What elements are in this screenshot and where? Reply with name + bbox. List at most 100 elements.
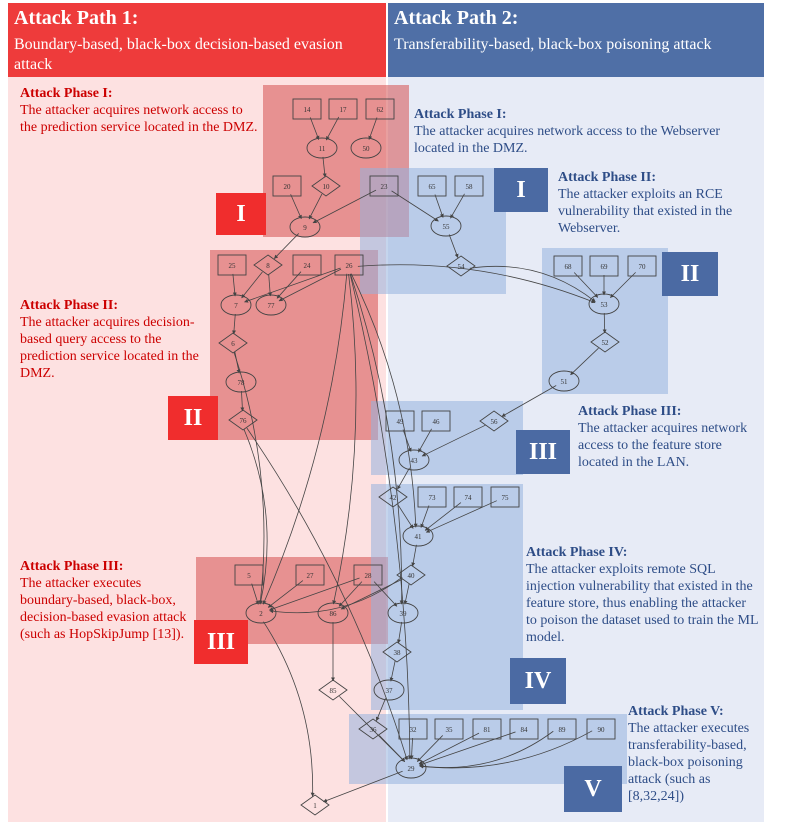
graph-edge: [610, 272, 636, 298]
path1-phase3-title: Attack Phase III:: [20, 559, 124, 574]
graph-edge: [420, 505, 430, 528]
graph-node-shape: [218, 332, 248, 354]
graph-node-shape: [479, 410, 509, 432]
path2-phase3-description: Attack Phase III: The attacker acquires …: [578, 404, 754, 471]
path1-phase2-text: The attacker acquires decision-based que…: [20, 315, 199, 381]
graph-node-23: 23: [369, 175, 399, 197]
graph-edge: [450, 193, 465, 219]
graph-node-label: 35: [446, 726, 454, 734]
path2-phase2-description: Attack Phase II: The attacker exploits a…: [558, 170, 758, 237]
graph-node-62: 62: [365, 98, 395, 120]
graph-node-shape: [453, 486, 483, 508]
graph-node-90: 90: [586, 718, 616, 740]
graph-edge: [263, 621, 315, 797]
graph-node-42: 42: [378, 486, 408, 508]
graph-edge: [418, 428, 432, 453]
graph-node-17: 17: [328, 98, 358, 120]
graph-node-label: 8: [266, 262, 270, 270]
graph-node-29: 29: [395, 757, 427, 779]
graph-node-label: 14: [304, 106, 312, 114]
graph-edge: [339, 696, 405, 762]
path2-phase5-title: Attack Phase V:: [628, 704, 724, 719]
graph-node-shape: [454, 175, 484, 197]
graph-node-label: 1: [313, 802, 317, 810]
graph-edge: [246, 427, 408, 761]
graph-node-label: 52: [602, 339, 610, 347]
graph-edge: [332, 273, 357, 605]
graph-edge: [325, 116, 340, 141]
graph-node-shape: [395, 757, 427, 779]
path2-phase2-region: [542, 248, 668, 394]
graph-edge: [396, 621, 403, 644]
graph-node-label: 49: [397, 418, 405, 426]
graph-node-shape: [385, 410, 415, 432]
path2-phase1-description: Attack Phase I: The attacker acquires ne…: [414, 107, 759, 157]
graph-node-label: 85: [330, 687, 338, 695]
graph-node-label: 68: [565, 263, 573, 271]
graph-node-shape: [387, 602, 419, 624]
graph-node-2: 2: [245, 602, 277, 624]
graph-node-shape: [306, 137, 338, 159]
path2-phase5-description: Attack Phase V: The attacker executes tr…: [628, 704, 768, 805]
path1-phase2-region: [210, 250, 378, 440]
graph-edge: [421, 424, 487, 457]
graph-node-label: 76: [240, 417, 248, 425]
graph-edge: [573, 272, 599, 298]
path1-phase3-description: Attack Phase III: The attacker executes …: [20, 559, 198, 643]
graph-node-76: 76: [228, 409, 258, 431]
graph-node-5: 5: [234, 564, 264, 586]
graph-edge: [397, 504, 414, 529]
graph-node-label: 20: [284, 183, 292, 191]
graph-node-shape: [588, 293, 620, 315]
graph-node-shape: [402, 525, 434, 547]
graph-edge: [350, 273, 404, 605]
graph-node-shape: [334, 254, 364, 276]
graph-edge: [231, 313, 236, 335]
graph-node-label: 86: [330, 610, 338, 618]
path1-phase2-description: Attack Phase II: The attacker acquires d…: [20, 298, 200, 382]
graph-node-24: 24: [292, 254, 322, 276]
graph-node-51: 51: [548, 370, 580, 392]
graph-edge: [309, 117, 320, 140]
graph-node-label: 28: [365, 572, 373, 580]
path2-phase1-title: Attack Phase I:: [414, 107, 507, 122]
graph-node-label: 9: [303, 224, 307, 232]
graph-node-25: 25: [217, 254, 247, 276]
graph-node-label: 6: [231, 340, 235, 348]
graph-node-label: 10: [323, 183, 331, 191]
graph-node-shape: [228, 409, 258, 431]
graph-edge: [402, 429, 412, 452]
graph-edge: [232, 273, 237, 297]
graph-node-shape: [220, 294, 252, 316]
graph-node-68: 68: [553, 255, 583, 277]
graph-edge: [389, 660, 396, 682]
graph-node-shape: [311, 175, 341, 197]
graph-node-shape: [353, 564, 383, 586]
graph-node-shape: [446, 255, 476, 277]
graph-node-8: 8: [253, 254, 283, 276]
attack-path-2-title: Attack Path 2:: [394, 7, 519, 29]
graph-node-shape: [490, 486, 520, 508]
graph-node-52: 52: [590, 331, 620, 353]
graph-node-label: 58: [466, 183, 474, 191]
graph-node-shape: [398, 718, 428, 740]
graph-node-shape: [434, 718, 464, 740]
graph-node-label: 39: [400, 610, 408, 618]
graph-node-label: 84: [521, 726, 529, 734]
graph-edge: [269, 577, 360, 611]
graph-node-shape: [627, 255, 657, 277]
graph-edge: [409, 737, 414, 760]
graph-node-49: 49: [385, 410, 415, 432]
attack-path-2-subtitle: Transferability-based, black-box poisoni…: [394, 36, 712, 53]
graph-node-shape: [369, 175, 399, 197]
graph-node-label: 75: [502, 494, 510, 502]
graph-node-43: 43: [398, 449, 430, 471]
graph-node-shape: [245, 602, 277, 624]
graph-edge: [273, 233, 300, 259]
path2-phase3-title: Attack Phase III:: [578, 404, 682, 419]
path2-phase4-title: Attack Phase IV:: [526, 545, 628, 560]
graph-node-14: 14: [292, 98, 322, 120]
graph-node-shape: [509, 718, 539, 740]
graph-node-27: 27: [295, 564, 325, 586]
